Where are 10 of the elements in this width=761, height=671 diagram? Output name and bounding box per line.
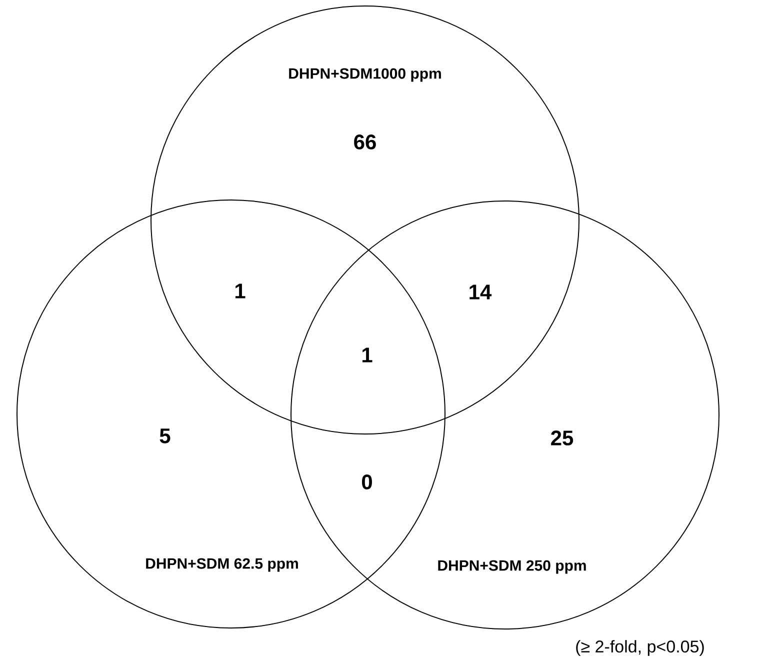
count-number: 5: [160, 428, 170, 444]
count-number: 1: [235, 284, 246, 298]
circle-label: DHPN+SDM1000 ppm: [289, 68, 441, 82]
count-number: 1: [362, 348, 372, 362]
count-number: 0: [362, 474, 372, 490]
circle-label: DHPN+SDM 62.5 ppm: [146, 558, 298, 572]
count-number: 25: [551, 430, 574, 446]
circle-label: DHPN+SDM 250 ppm: [438, 560, 586, 574]
count-number: 14: [470, 284, 492, 300]
count-number: 66: [354, 134, 376, 150]
